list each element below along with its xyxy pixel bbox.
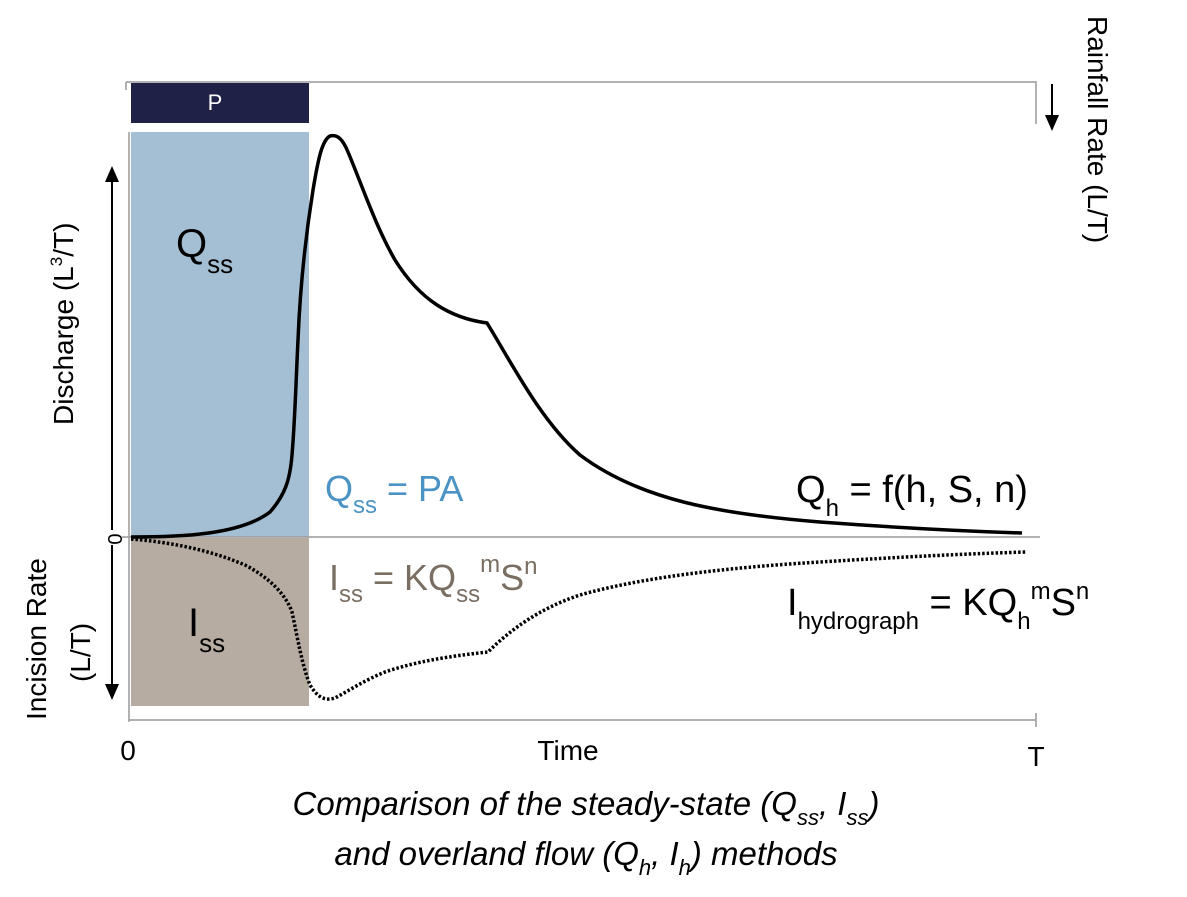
- iss-box-label: Iss: [188, 601, 225, 658]
- incision-axis-label-line1: Incision Rate: [21, 558, 52, 720]
- caption-line2: and overland flow (Qh, Ih) methods: [334, 835, 837, 880]
- incision-hydrograph-curve: [130, 537, 1027, 701]
- discharge-axis-label: Discharge (L3/T): [47, 223, 79, 425]
- rainfall-rate-axis-label: Rainfall Rate (L/T): [1082, 16, 1113, 243]
- ih-equation: Ihydrograph = KQhmSn: [787, 578, 1089, 635]
- discharge-hydrograph-curve: [130, 133, 1023, 539]
- iss-equation: Iss = KQssmSn: [329, 551, 537, 608]
- x-axis-title: Time: [537, 735, 598, 766]
- rainfall-bar: [131, 83, 309, 123]
- x-axis-end-label: T: [1027, 741, 1044, 772]
- iss-area: [131, 538, 309, 706]
- incision-arrow-head: [105, 684, 119, 700]
- qh-equation: Qh = f(h, S, n): [796, 469, 1028, 522]
- rainfall-bar-label: P: [208, 90, 223, 115]
- rainfall-rate-arrow-head: [1045, 115, 1059, 131]
- qss-equation: Qss = PA: [325, 468, 463, 519]
- rainfall-frame: [126, 81, 1037, 124]
- y-zero-label: 0: [105, 533, 127, 544]
- caption-line1: Comparison of the steady-state (Qss, Iss…: [293, 785, 880, 830]
- qss-area: [131, 132, 309, 537]
- incision-axis-label-line2: (L/T): [65, 623, 96, 682]
- qss-box-label: Qss: [176, 222, 233, 279]
- discharge-arrow-head: [105, 166, 119, 182]
- x-axis-start-label: 0: [120, 735, 136, 766]
